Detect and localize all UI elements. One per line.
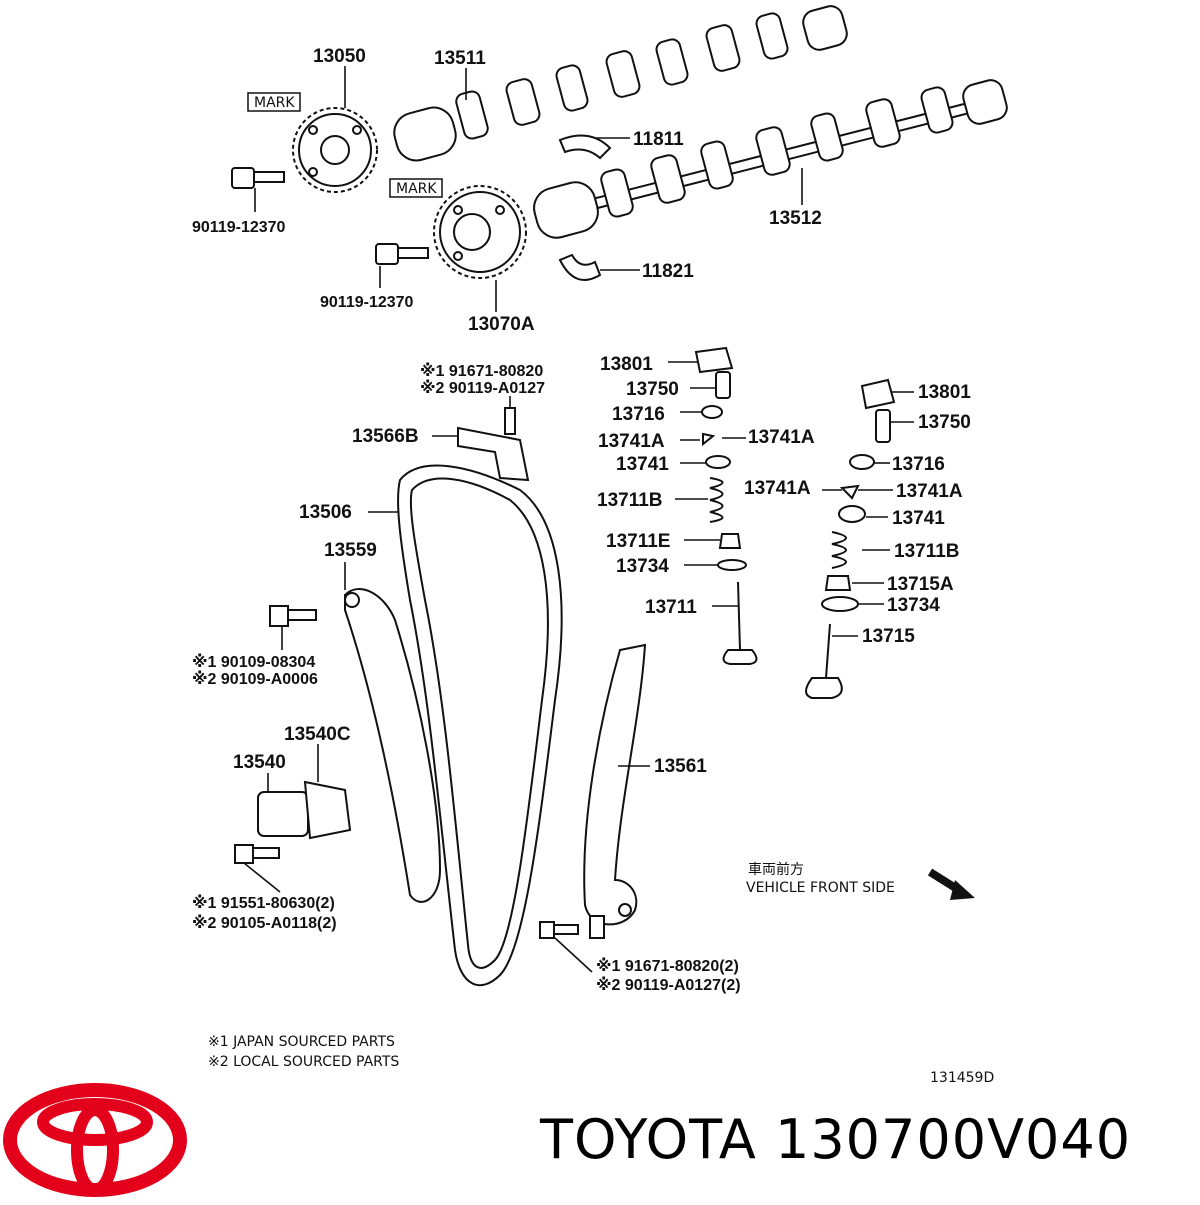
valve-stack-left [694,346,758,665]
mark-box-2 [389,178,443,198]
label-right-13715: 13715 [862,626,915,647]
label-left-13711: 13711 [645,597,697,618]
label-11821: 11821 [642,261,694,282]
valve-stack-right [805,378,896,699]
timing-chain-13506 [397,464,563,987]
label-right-13716: 13716 [892,454,945,475]
label-90119-A0127: ※2 90119-A0127 [420,379,545,397]
label-91671-80820: ※1 91671-80820 [420,362,543,380]
bearing-11811 [558,134,612,160]
chain-guide-13561 [539,643,647,939]
label-right-13734: 13734 [887,595,940,616]
label-13070A: 13070A [468,314,535,335]
bolt-90119-12370-b [375,243,429,265]
label-91671-80820-2: ※1 91671-80820(2) [596,957,739,975]
label-left-13741A-b: 13741A [748,427,815,448]
label-11811: 11811 [633,129,684,150]
bearing-11821 [558,253,602,281]
label-13559: 13559 [324,540,377,561]
label-right-13711B: 13711B [894,541,960,562]
label-90109-08304: ※1 90109-08304 [192,653,315,671]
label-91551-80630: ※1 91551-80630(2) [192,894,335,912]
label-90119-A0127-2: ※2 90119-A0127(2) [596,976,741,994]
camshaft-13511 [393,5,848,162]
label-90105-A0118: ※2 90105-A0118(2) [192,914,337,932]
label-left-13716: 13716 [612,404,665,425]
drawing-number: 131459D [930,1070,994,1086]
sprocket-13050 [292,107,378,193]
brand-part-number: TOYOTA 130700V040 [540,1108,1132,1171]
mark-box-1 [247,92,301,112]
tensioner-13540 [234,780,352,864]
label-13511: 13511 [434,48,486,69]
label-right-13750: 13750 [918,412,971,433]
label-front-jp: 車両前方 [748,861,804,878]
label-13540C: 13540C [284,724,351,745]
label-left-13741A-a: 13741A [598,431,665,452]
label-13512: 13512 [769,208,822,229]
label-right-13715A: 13715A [887,574,954,595]
label-right-13741: 13741 [892,508,945,529]
label-left-13801: 13801 [600,354,653,375]
label-13050: 13050 [313,46,366,67]
label-right-13801: 13801 [918,382,971,403]
label-13561: 13561 [654,756,707,777]
label-13566B: 13566B [352,426,419,447]
front-arrow-icon [927,868,975,900]
label-left-13750: 13750 [626,379,679,400]
label-90119-12370-b: 90119-12370 [320,294,414,311]
label-90119-12370-a: 90119-12370 [192,219,286,236]
label-left-13734: 13734 [616,556,669,577]
label-13506: 13506 [299,502,352,523]
label-left-13741: 13741 [616,454,669,475]
label-front-en: VEHICLE FRONT SIDE [746,880,895,896]
label-right-13741A-a: 13741A [744,478,811,499]
label-left-13711B: 13711B [597,490,663,511]
note-japan-sourced: ※1 JAPAN SOURCED PARTS [208,1034,395,1050]
tensioner-arm-13559 [269,588,442,903]
label-90109-A0006: ※2 90109-A0006 [192,670,318,688]
toyota-logo-icon [3,1083,187,1197]
label-left-13711E: 13711E [606,531,670,552]
leader-lines [243,66,914,973]
sprocket-13070A [433,185,527,279]
label-right-13741A-b: 13741A [896,481,963,502]
camshaft-13512 [533,79,1008,239]
note-local-sourced: ※2 LOCAL SOURCED PARTS [208,1054,399,1070]
label-13540: 13540 [233,752,286,773]
label-mark-1: MARK [254,95,295,111]
label-mark-2: MARK [396,181,437,197]
bolt-90119-12370-a [231,167,285,189]
